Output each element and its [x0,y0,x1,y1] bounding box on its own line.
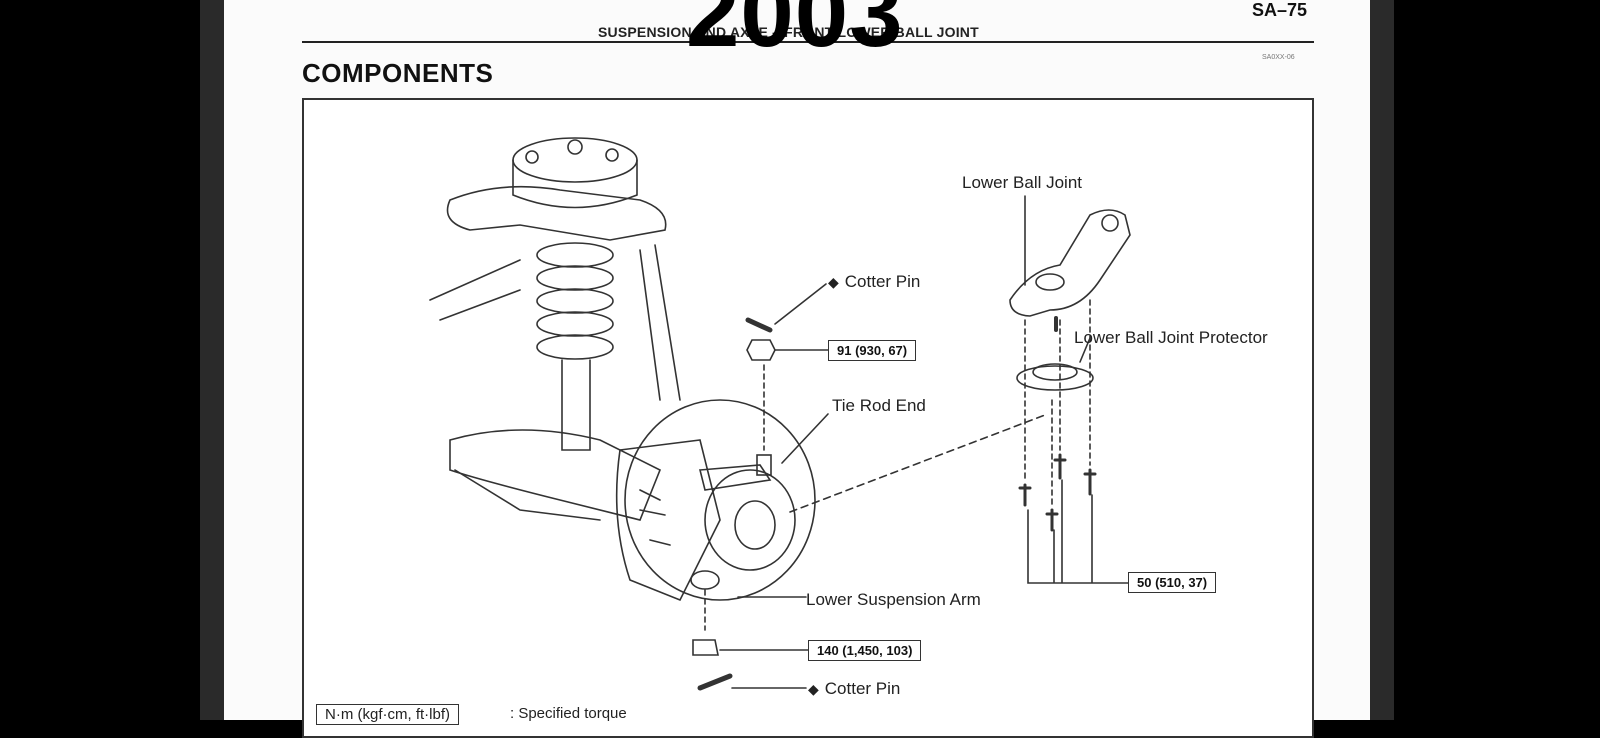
page-title: COMPONENTS [302,58,494,88]
header-rule [302,41,1314,43]
torque-tie-rod-nut: 91 (930, 67) [828,340,917,361]
castle-nut-top [746,339,776,361]
legend-description: : Specified torque [510,705,627,722]
legend-unit-box: N·m (kgf·cm, ft·lbf) [316,704,459,725]
non-reusable-diamond-icon: ◆ [808,681,819,697]
coil-spring [536,242,614,360]
label-lower-ball-joint: Lower Ball Joint [962,173,1083,192]
cotter-pin-bottom-part [697,673,733,691]
castle-nut-bottom [692,639,719,656]
label-cotter-pin-bottom: ◆ Cotter Pin [808,679,900,699]
label-lower-suspension-arm: Lower Suspension Arm [806,590,981,609]
year-overlay: 2003 [686,0,904,67]
page-number: SA–75 [1252,0,1308,20]
non-reusable-diamond-icon: ◆ [828,274,839,290]
torque-arm-nut: 140 (1,450, 103) [808,640,922,661]
viewer-frame-right [1370,0,1394,720]
tie-rod-end-part [698,464,772,491]
upper-control-arm [446,185,667,241]
ball-joint-protector-part [1016,365,1094,391]
label-cotter-pin-top-text: Cotter Pin [844,272,921,291]
torque-ball-joint-bolts: 50 (510, 37) [1128,572,1217,593]
section-header: SUSPENSION AND AXLE – FRONT LOWER BALL J… [598,24,979,40]
shock-absorber [561,359,591,451]
viewer-frame-left [200,0,224,720]
ball-joint-bolts [1018,453,1097,532]
lower-arm-body [449,429,662,521]
cotter-pin-top-part [745,317,773,333]
figure-code: SA0XX-06 [1262,54,1295,61]
label-cotter-pin-top: ◆ Cotter Pin [828,272,920,292]
label-tie-rod-end: Tie Rod End [832,396,926,415]
brake-disc [624,399,816,601]
strut-mount [512,137,638,183]
label-cotter-pin-bottom-text: Cotter Pin [824,679,901,698]
steering-knuckle [615,439,721,602]
components-diagram [302,98,1314,738]
exploded-view-illustration [429,137,1131,691]
lower-ball-joint-part [1009,209,1131,317]
label-lower-ball-joint-protector: Lower Ball Joint Protector [1074,328,1268,347]
